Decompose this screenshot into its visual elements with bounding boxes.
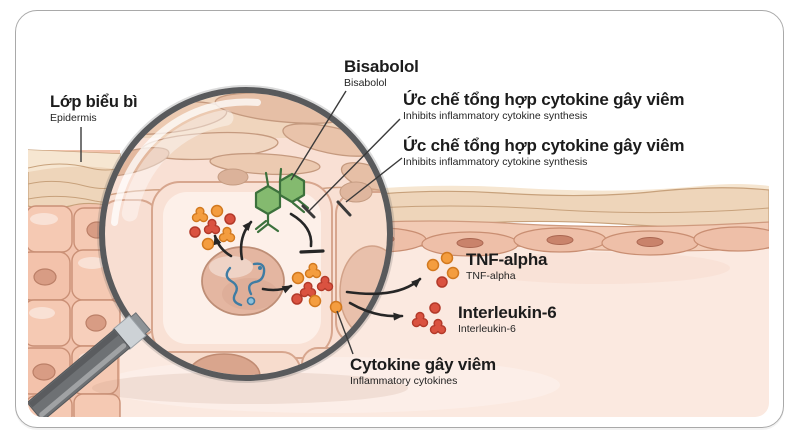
label-inhibition-upper: Ức chế tổng hợp cytokine gây viêm Inhibi…	[403, 90, 684, 123]
secretion-arrows	[213, 220, 293, 294]
t-bar-inhibition-icon	[289, 212, 325, 254]
pointer-cytokines	[336, 310, 354, 355]
label-tnf-alpha-en: TNF-alpha	[466, 270, 516, 283]
label-inhibition-upper-vi: Ức chế tổng hợp cytokine gây viêm	[403, 90, 685, 109]
label-bisabolol: Bisabolol Bisabolol	[344, 57, 419, 90]
t-bar-cap-lower	[336, 200, 352, 217]
label-epidermis-vi: Lớp biểu bì	[50, 93, 138, 111]
label-tnf-alpha-vi: TNF-alpha	[466, 250, 548, 269]
pointer-inhibition-lower	[345, 157, 403, 203]
label-epidermis-en: Epidermis	[50, 112, 97, 125]
cytokine-cluster-cell	[189, 204, 236, 251]
arrow-nucleus-to-membrane	[261, 284, 293, 294]
dna-icon	[225, 262, 266, 307]
pointer-inhibition-upper	[308, 118, 401, 212]
label-interleukin6-en: Interleukin-6	[458, 323, 516, 336]
label-inhibition-lower-vi: Ức chế tổng hợp cytokine gây viêm	[403, 136, 685, 155]
lens-rim	[99, 87, 393, 381]
epidermis-tissue-right	[333, 184, 769, 257]
arrow-to-tnf	[345, 277, 422, 296]
interleukin6-cluster	[411, 302, 447, 335]
arrow-nucleus-to-cytokines	[213, 234, 233, 258]
t-bar-cap-upper	[301, 204, 316, 219]
dermis-shade	[470, 252, 730, 284]
arrow-nucleus-to-molecule	[239, 220, 253, 261]
label-inflammatory-cytokines-vi: Cytokine gây viêm	[350, 355, 496, 374]
label-inhibition-upper-en: Inhibits inflammatory cytokine synthesis	[403, 110, 588, 123]
arrow-to-il6	[348, 301, 404, 321]
label-inflammatory-cytokines: Cytokine gây viêm Inflammatory cytokines	[350, 355, 496, 388]
cell-nucleus	[201, 246, 285, 316]
label-bisabolol-en: Bisabolol	[344, 77, 387, 90]
cytokine-cluster-membrane	[291, 262, 343, 314]
lens-shadow	[92, 372, 408, 404]
lens-glare-soft	[121, 109, 234, 222]
export-arrows	[345, 277, 422, 321]
label-epidermis: Lớp biểu bì Epidermis	[50, 93, 138, 126]
tnf-alpha-cluster	[426, 251, 460, 288]
label-bisabolol-vi: Bisabolol	[344, 57, 419, 76]
label-interleukin6-vi: Interleukin-6	[458, 303, 557, 322]
bisabolol-molecule-icon	[254, 167, 310, 234]
pointer-lines	[80, 90, 403, 355]
lens-glare	[111, 98, 261, 226]
label-inhibition-lower-en: Inhibits inflammatory cytokine synthesis	[403, 156, 588, 169]
label-inhibition-lower: Ức chế tổng hợp cytokine gây viêm Inhibi…	[403, 136, 684, 169]
magnifier-handle	[28, 312, 151, 417]
pointer-bisabolol	[290, 90, 347, 181]
magnifying-glass-icon	[28, 85, 395, 417]
label-tnf-alpha: TNF-alpha TNF-alpha	[466, 250, 548, 283]
label-interleukin6: Interleukin-6 Interleukin-6	[458, 303, 557, 336]
label-inflammatory-cytokines-en: Inflammatory cytokines	[350, 375, 458, 388]
